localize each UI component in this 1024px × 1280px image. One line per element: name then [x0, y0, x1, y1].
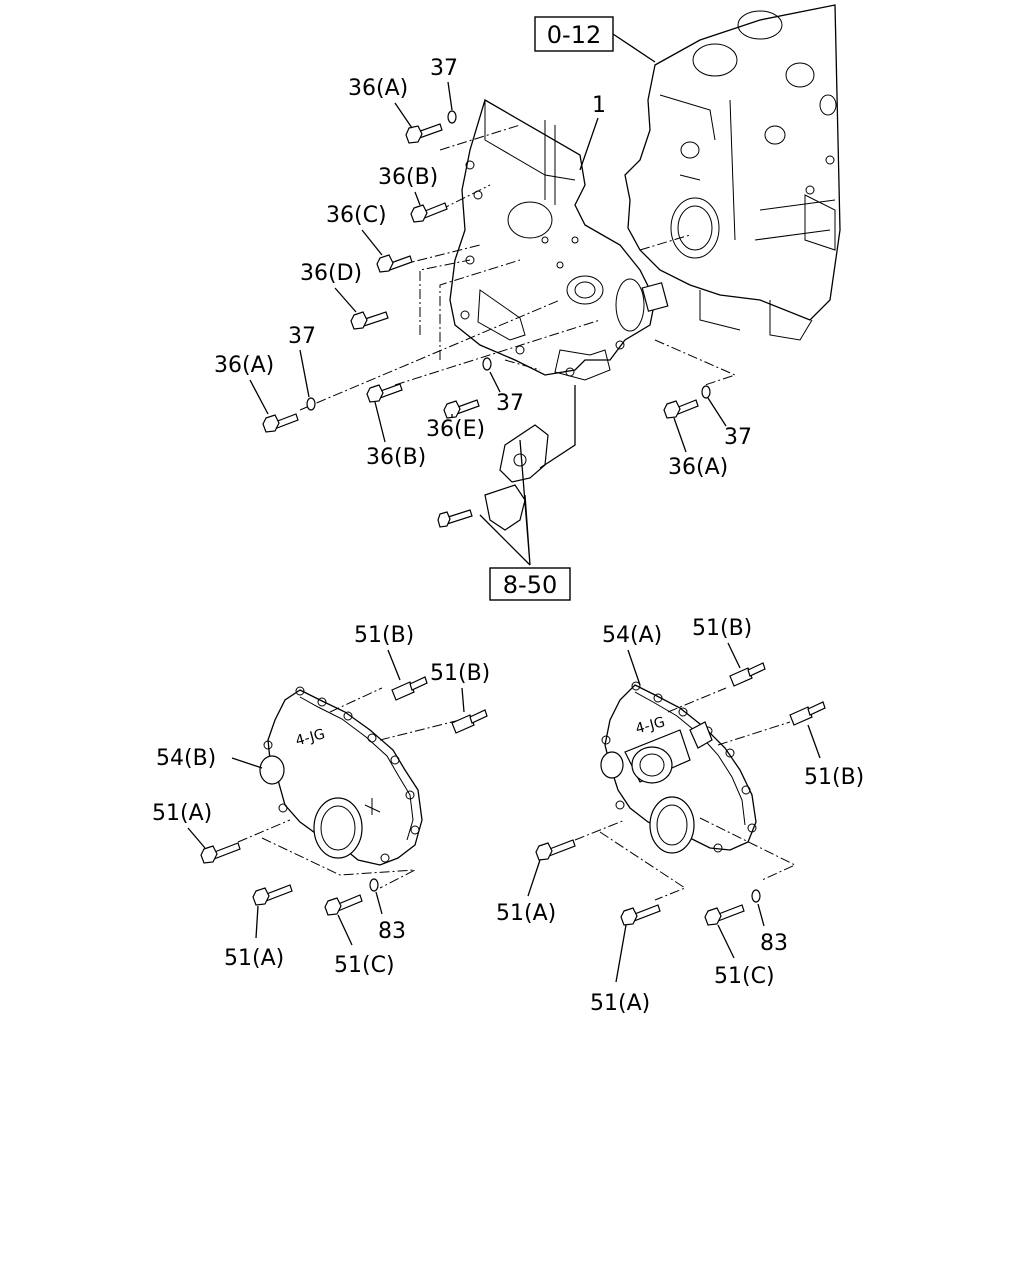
bolt-36a-top	[405, 123, 443, 144]
label-51b-right-1: 51(B)	[692, 616, 752, 641]
label-36e: 36(E)	[426, 417, 485, 442]
stud-51b-right-2	[789, 701, 826, 726]
front-cover-right: 4-JG	[600, 681, 757, 854]
stud-51b-left-1	[391, 676, 428, 701]
svg-text:4-JG: 4-JG	[634, 714, 667, 737]
svg-text:4-JG: 4-JG	[294, 726, 327, 749]
washer-83-right	[751, 889, 761, 903]
washer-83-left	[369, 878, 379, 892]
engine-block	[624, 4, 841, 341]
label-36b-low: 36(B)	[366, 445, 426, 470]
timing-case	[449, 99, 669, 381]
assembly-lines-top	[299, 124, 737, 411]
bolt-36d	[350, 311, 389, 330]
label-51a-left-1: 51(A)	[152, 801, 212, 826]
label-51a-left-2: 51(A)	[224, 946, 284, 971]
label-37-c: 37	[496, 391, 524, 416]
pump-bracket	[437, 385, 576, 531]
label-83-left: 83	[378, 919, 406, 944]
bolt-51c-right	[704, 904, 745, 926]
bolt-51a-left-1	[200, 842, 241, 864]
bolt-36a-right	[663, 399, 699, 419]
label-51b-left-2: 51(B)	[430, 661, 490, 686]
label-37-d: 37	[724, 425, 752, 450]
label-51b-right-2: 51(B)	[804, 765, 864, 790]
bolt-51a-right-2	[620, 904, 661, 926]
label-54b: 54(B)	[156, 746, 216, 771]
ref-box-0-12: 0-12	[534, 16, 614, 52]
bolt-51c-left	[324, 894, 363, 916]
label-51c-right: 51(C)	[714, 964, 775, 989]
ref-8-50: 8-50	[503, 571, 557, 599]
label-36a-left: 36(A)	[214, 353, 274, 378]
label-37-b: 37	[288, 324, 316, 349]
label-36c: 36(C)	[326, 203, 387, 228]
ref-box-8-50: 8-50	[489, 567, 571, 601]
stud-51b-left-2	[451, 709, 488, 734]
washer-37-left	[306, 397, 316, 411]
label-36b-top: 36(B)	[378, 165, 438, 190]
label-36a-top: 36(A)	[348, 76, 408, 101]
bolt-36c	[376, 254, 413, 273]
bolt-36b-low	[366, 383, 403, 403]
stud-51b-right-1	[729, 662, 766, 687]
washer-37-top	[447, 110, 457, 124]
label-51c-left: 51(C)	[334, 953, 395, 978]
washer-37-mid	[482, 357, 492, 371]
label-36a-right: 36(A)	[668, 455, 728, 480]
ref-0-12: 0-12	[547, 21, 601, 49]
front-cover-left: 4-JG	[259, 686, 423, 866]
label-83-right: 83	[760, 931, 788, 956]
bolt-51a-left-2	[252, 884, 293, 906]
label-51a-right-2: 51(A)	[590, 991, 650, 1016]
washer-37-right	[701, 385, 711, 399]
leader-8-50	[479, 439, 531, 566]
bolt-36b-top	[410, 202, 448, 223]
label-51a-right-1: 51(A)	[496, 901, 556, 926]
bolt-36e	[443, 399, 480, 419]
label-51b-left-1: 51(B)	[354, 623, 414, 648]
bolt-51a-right-1	[535, 839, 576, 861]
label-1: 1	[592, 93, 606, 118]
bolt-36a-left	[262, 413, 299, 433]
label-36d: 36(D)	[300, 261, 362, 286]
label-54a: 54(A)	[602, 623, 662, 648]
label-37-a: 37	[430, 56, 458, 81]
